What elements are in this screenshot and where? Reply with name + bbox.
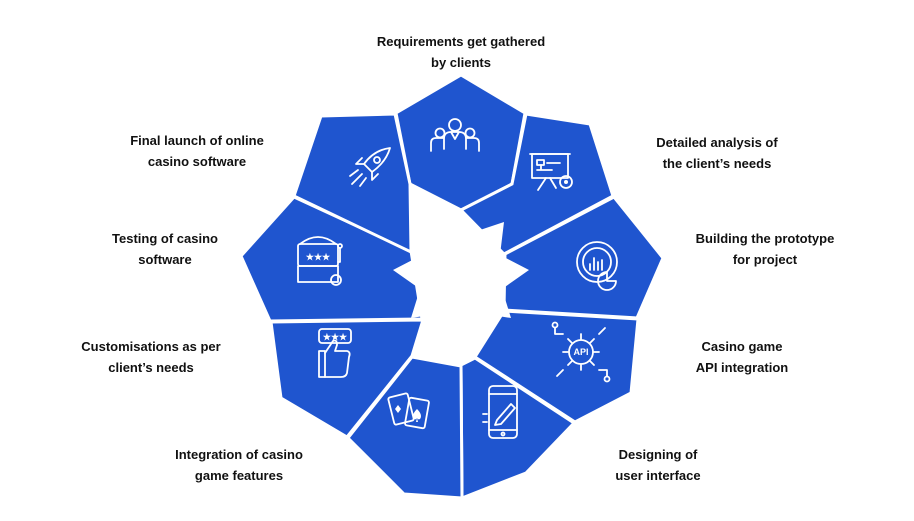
step-label-line: Testing of casino (112, 231, 218, 246)
step-label-ui-design: Designing of user interface (543, 444, 773, 486)
step-label-line: user interface (615, 468, 701, 483)
step-label-line: Final launch of online (130, 133, 264, 148)
step-label-analysis: Detailed analysis of the client’s needs (602, 132, 832, 174)
slot-machine-icon: ★★★ (297, 236, 343, 286)
step-label-line: Casino game (701, 339, 783, 354)
step-label-line: for project (732, 252, 798, 267)
step-label-launch: Final launch of online casino software (82, 130, 312, 172)
step-label-line: software (138, 252, 192, 267)
step-label-line: casino software (147, 154, 247, 169)
step-label-line: API integration (695, 360, 789, 375)
step-label-line: Customisations as per (81, 339, 221, 354)
svg-text:API: API (573, 347, 588, 357)
mobile-design-icon (482, 385, 518, 439)
svg-text:★★★: ★★★ (323, 332, 348, 342)
step-label-line: Designing of (618, 447, 698, 462)
step-label-line: Requirements get gathered (376, 34, 546, 49)
step-label-game-features: Integration of casino game features (124, 444, 354, 486)
step-label-line: Integration of casino (175, 447, 303, 462)
team-icon (430, 118, 480, 152)
step-label-line: client’s needs (108, 360, 194, 375)
step-label-testing: Testing of casino software (50, 228, 280, 270)
api-gear-icon: API (551, 321, 611, 383)
svg-text:★★★: ★★★ (306, 252, 331, 262)
step-label-line: by clients (431, 55, 491, 70)
playing-cards-icon (387, 392, 430, 430)
step-label-line: game features (194, 468, 284, 483)
step-label-requirements: Requirements get gathered by clients (346, 31, 576, 73)
step-label-api: Casino game API integration (627, 336, 857, 378)
step-label-line: the client’s needs (662, 156, 772, 171)
rocket-icon (349, 147, 391, 187)
thumbs-up-rating-icon: ★★★ (318, 328, 352, 378)
step-label-prototype: Building the prototype for project (650, 228, 880, 270)
step-label-line: Detailed analysis of (656, 135, 778, 150)
step-label-line: Building the prototype (695, 231, 835, 246)
center-star (393, 212, 529, 346)
chart-analysis-icon (576, 241, 618, 291)
step-label-customisations: Customisations as per client’s needs (36, 336, 266, 378)
presentation-board-icon (529, 153, 573, 191)
